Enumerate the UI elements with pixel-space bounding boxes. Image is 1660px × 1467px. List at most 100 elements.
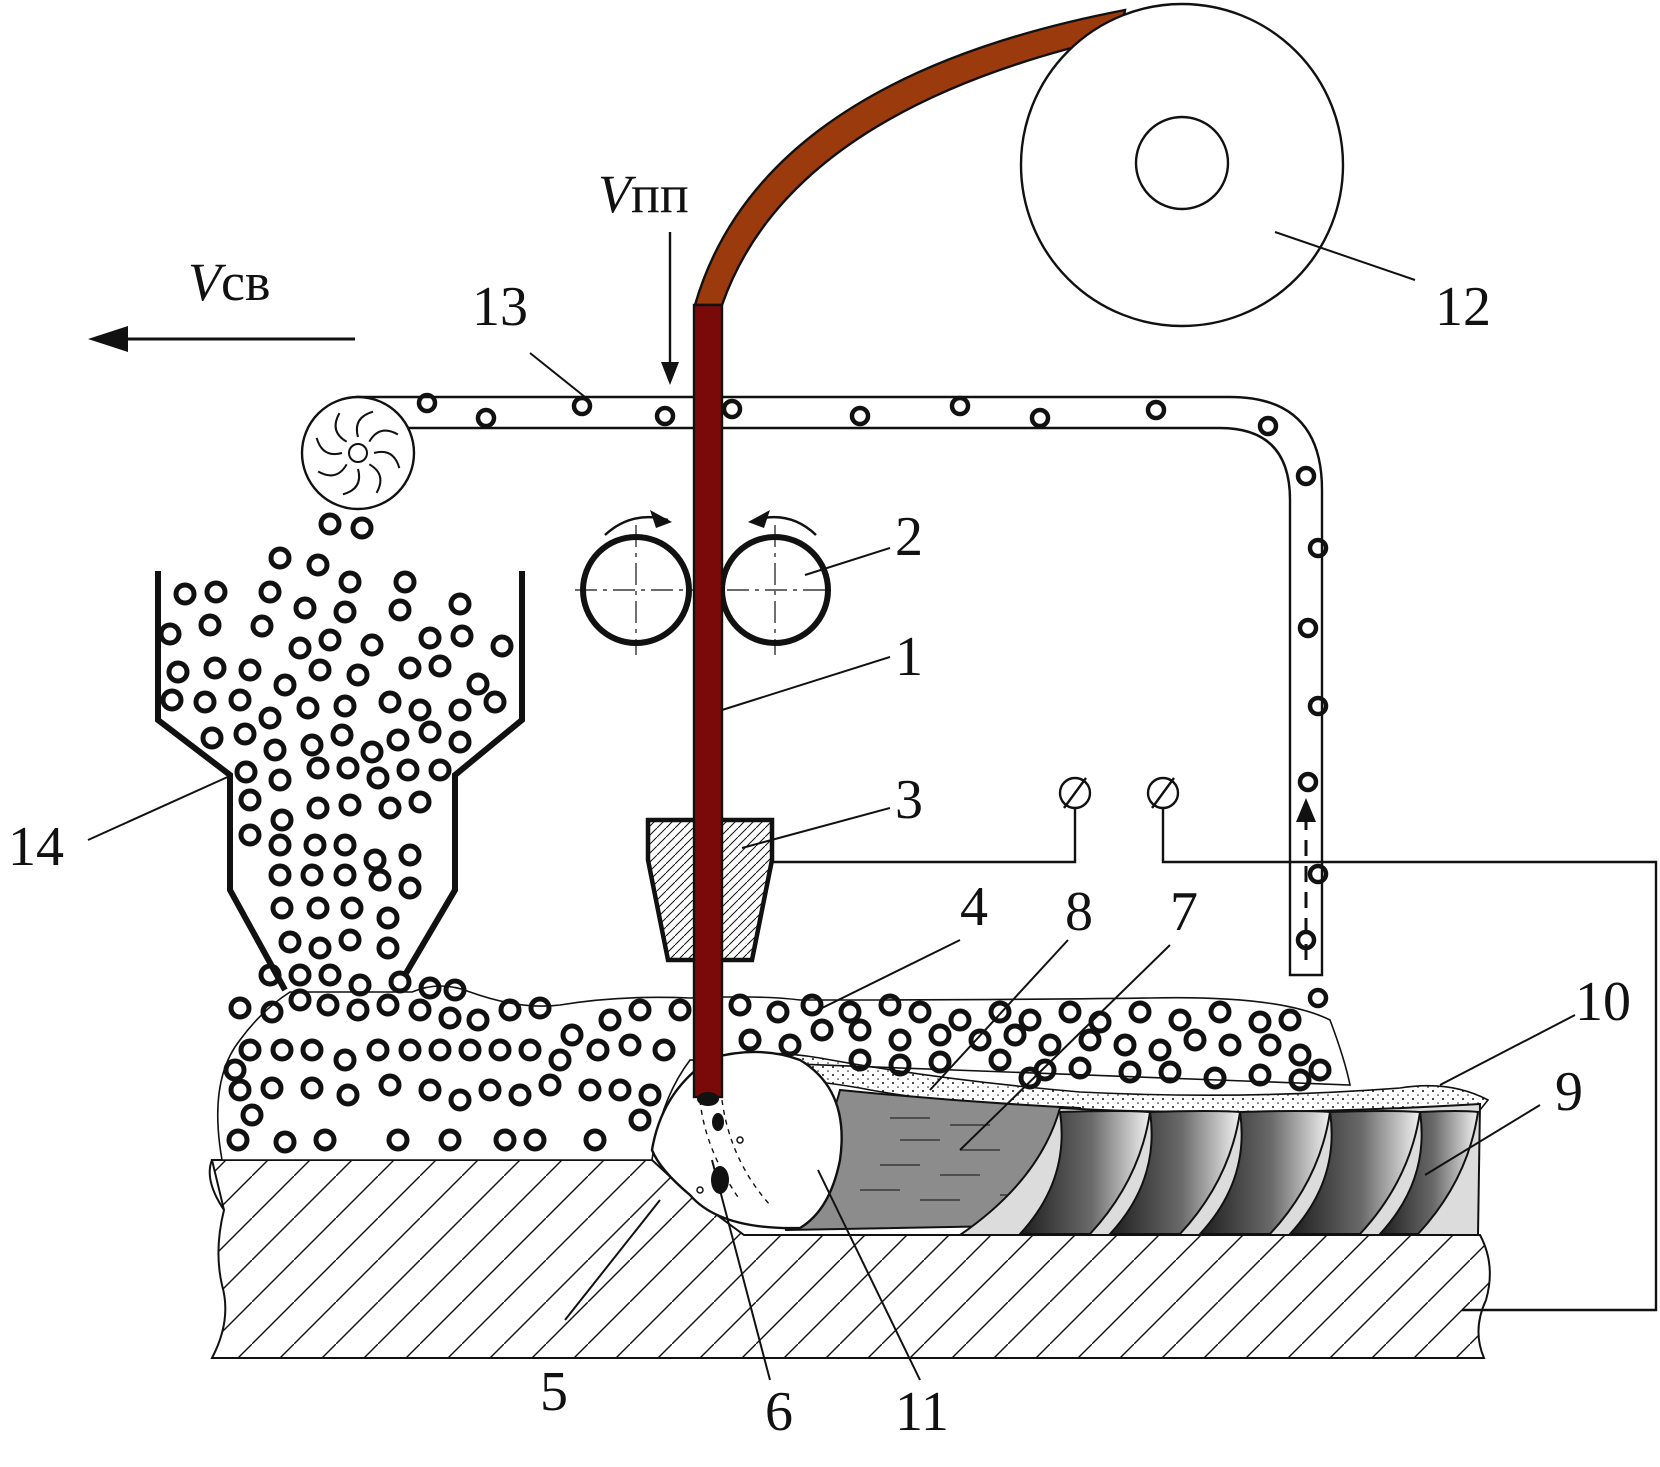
flux-granule (313, 1128, 337, 1152)
flux-granule (523, 1128, 547, 1152)
flux-granule (273, 1130, 297, 1154)
flux-granule (949, 395, 971, 417)
feed-speed-arrow-head (661, 362, 679, 385)
flux-granule (498, 998, 522, 1022)
flux-granule (418, 976, 442, 1000)
flux-granule (475, 407, 497, 429)
flux-granule (586, 1038, 610, 1062)
flux-granule (1068, 1056, 1092, 1080)
flux-granule (378, 1073, 402, 1097)
flux-granule (1158, 1060, 1182, 1084)
flux-granule (1307, 987, 1329, 1009)
flux-granule (204, 580, 228, 604)
flux-granule (466, 1008, 490, 1032)
flux-granule (260, 1000, 284, 1024)
flux-granule (398, 1038, 422, 1062)
flux-granule (848, 1018, 872, 1042)
flux-granule (1288, 1043, 1312, 1067)
flux-granule (234, 760, 258, 784)
label-14: 14 (8, 816, 64, 878)
flux-granule (238, 823, 262, 847)
flux-granule (1113, 1033, 1137, 1057)
wire-tip-droplet (697, 1092, 719, 1106)
flux-granule (928, 1050, 952, 1074)
flux-granule (1168, 1008, 1192, 1032)
wire-spool (1019, 2, 1345, 328)
flux-granule (1307, 537, 1329, 559)
fan-icon (300, 395, 416, 511)
flux-granule (1145, 399, 1167, 421)
flux-granule (1038, 1033, 1062, 1057)
flux-granule (268, 863, 292, 887)
flux-granule (418, 626, 442, 650)
flux-granule (1278, 1008, 1302, 1032)
flux-granule (193, 690, 217, 714)
flux-granule (300, 733, 324, 757)
flux-granule (1029, 407, 1051, 429)
fan-blade (368, 429, 399, 443)
flux-granule (306, 896, 330, 920)
flux-granule (158, 622, 182, 646)
flux-granule (728, 993, 752, 1017)
flux-granule (560, 1023, 584, 1047)
flux-granule (306, 796, 330, 820)
flux-granule (1218, 1033, 1242, 1057)
fan-blade (355, 410, 374, 438)
flux-granule (336, 756, 360, 780)
flux-granule (428, 654, 452, 678)
flux-granule (386, 728, 410, 752)
label-1: 1 (895, 626, 923, 688)
flux-granule (303, 833, 327, 857)
flux-granule (571, 395, 593, 417)
flux-granule (1058, 1000, 1082, 1024)
flux-granule (340, 896, 364, 920)
flux-granule (238, 1038, 262, 1062)
weld-speed-arrow-head (88, 326, 128, 352)
flux-granule (228, 1078, 252, 1102)
flux-granule (288, 988, 312, 1012)
base-metal (210, 1159, 1491, 1359)
flux-granule (408, 698, 432, 722)
flux-granule (766, 1000, 790, 1024)
flux-granule (346, 663, 370, 687)
flux-granule (270, 1038, 294, 1062)
flux-granule (200, 726, 224, 750)
flux-granule (268, 768, 292, 792)
flux-granule (1078, 1028, 1102, 1052)
flux-granule (518, 1038, 542, 1062)
flux-granule (333, 833, 357, 857)
flux-granule (654, 405, 676, 427)
flux-granule (1128, 1000, 1152, 1024)
flux-granule (408, 790, 432, 814)
flux-granule (273, 673, 297, 697)
flux-granule (318, 628, 342, 652)
flux-granule (330, 723, 354, 747)
flux-granule (1148, 1038, 1172, 1062)
flux-granule (1288, 1068, 1312, 1092)
arc-column (699, 1099, 771, 1206)
flux-granule (270, 808, 294, 832)
flux-granule (448, 730, 472, 754)
flux-granule (849, 405, 871, 427)
flux-granule (333, 694, 357, 718)
flux-granule (268, 833, 292, 857)
flux-granule (628, 1108, 652, 1132)
flux-granule (378, 690, 402, 714)
fan-blade (317, 463, 348, 477)
flux-granule (490, 634, 514, 658)
flux-granule (478, 1078, 502, 1102)
flux-granule (1297, 771, 1319, 793)
flux-granule (1248, 1010, 1272, 1034)
label-3: 3 (895, 769, 923, 831)
flux-granule (968, 1028, 992, 1052)
tube-granules (416, 392, 1329, 1009)
flux-granule (300, 863, 324, 887)
flux-granule (228, 688, 252, 712)
label-4: 4 (960, 876, 988, 938)
flux-granule (376, 936, 400, 960)
flux-granule (608, 1078, 632, 1102)
flux-granule (448, 1088, 472, 1112)
electrode-wire (692, 303, 724, 1099)
flux-granule (1183, 1028, 1207, 1052)
label-2: 2 (895, 506, 923, 568)
